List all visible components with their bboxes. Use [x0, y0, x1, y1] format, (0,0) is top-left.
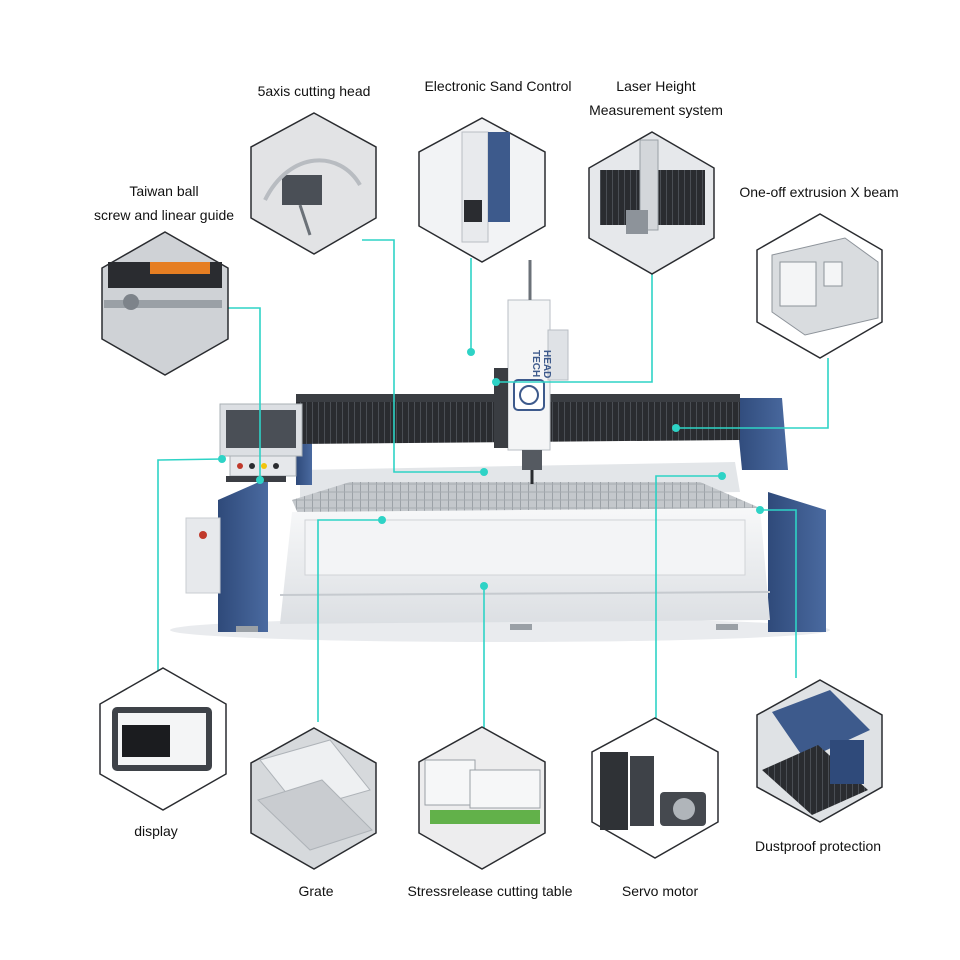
- sand-control-box-photo-icon: [418, 117, 546, 263]
- laser-sensor-photo-icon: [588, 131, 715, 275]
- label-cutting-table: Stressrelease cutting table: [407, 883, 573, 899]
- bellows-cover-photo-icon: [756, 679, 883, 823]
- label-sand-control: Electronic Sand Control: [424, 78, 572, 94]
- waterjet-machine: [170, 260, 830, 642]
- label-display: display: [134, 823, 178, 839]
- aluminum-extrusion-photo-icon: [756, 213, 883, 359]
- label-laser-height: Laser Height Measurement system: [589, 78, 723, 118]
- leader-lines: [157, 239, 829, 728]
- table-frame-photo-icon: [418, 726, 546, 870]
- grate-slats-photo-icon: [250, 727, 377, 870]
- ball-screw-photo-icon: [101, 231, 229, 376]
- cutting-head-photo-icon: [250, 112, 377, 255]
- label-ball-screw: Taiwan ball screw and linear guide: [93, 183, 235, 223]
- label-cutting-head: 5axis cutting head: [257, 83, 371, 99]
- label-servo-motor: Servo motor: [621, 883, 699, 899]
- label-grate: Grate: [298, 883, 334, 899]
- logo-text-1: HEAD: [541, 350, 552, 378]
- label-dustproof: Dustproof protection: [754, 838, 882, 854]
- leader-dots: [218, 348, 764, 590]
- logo-text-2: TECH: [530, 350, 541, 377]
- label-x-beam: One-off extrusion X beam: [739, 184, 899, 200]
- headtech-logo: HEAD TECH: [519, 350, 552, 405]
- monitor-photo-icon: [99, 667, 227, 811]
- servo-motor-photo-icon: [591, 717, 719, 859]
